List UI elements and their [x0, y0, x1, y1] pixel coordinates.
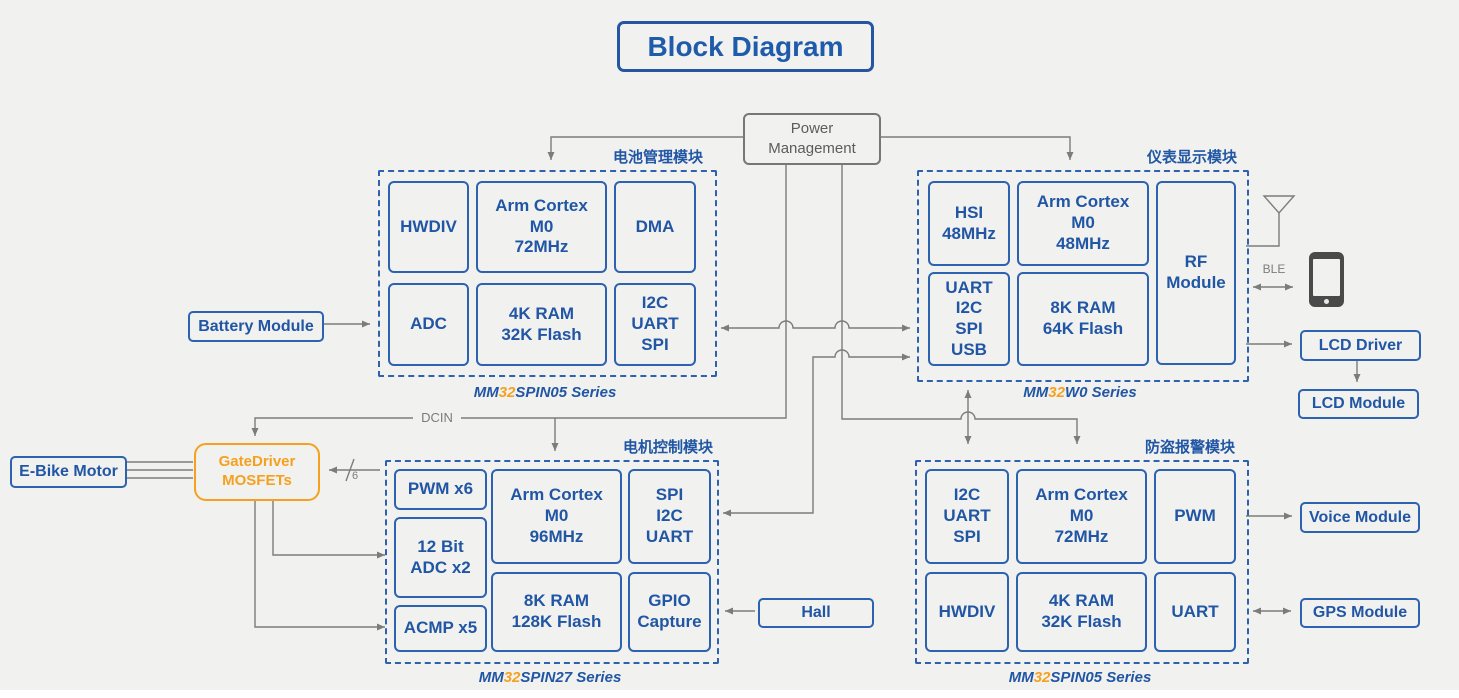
wire-gatedriver-adc — [272, 497, 385, 559]
battery-cpu-block: Arm Cortex M0 72MHz — [476, 181, 607, 273]
battery-module-box: Battery Module — [188, 311, 324, 342]
alarm-uart-block: UART — [1154, 572, 1236, 652]
series-prefix: MM — [473, 384, 499, 401]
alarm-pwm-block: PWM — [1154, 469, 1236, 564]
motor-series-label: MM32SPIN27 Series — [450, 669, 650, 686]
page-title: Block Diagram — [617, 21, 874, 72]
alarm-hwdiv-block: HWDIV — [925, 572, 1009, 652]
alarm-series-label: MM32SPIN05 Series — [980, 669, 1180, 686]
gps-module-box: GPS Module — [1300, 598, 1420, 628]
voice-module-box: Voice Module — [1300, 502, 1420, 533]
wire-gatedriver-acmp — [254, 497, 385, 631]
series-prefix: MM — [1008, 669, 1034, 686]
display-memory-block: 8K RAM 64K Flash — [1017, 272, 1149, 366]
battery-memory-block: 4K RAM 32K Flash — [476, 283, 607, 366]
battery-comm-block: I2C UART SPI — [614, 283, 696, 366]
display-series-label: MM32W0 Series — [980, 384, 1180, 401]
lcd-driver-box: LCD Driver — [1300, 330, 1421, 361]
display-comm-block: UART I2C SPI USB — [928, 272, 1010, 366]
alarm-cpu-block: Arm Cortex M0 72MHz — [1016, 469, 1147, 564]
series-rest: SPIN05 Series — [515, 384, 617, 401]
alarm-comm-block: I2C UART SPI — [925, 469, 1009, 564]
battery-adc-block: ADC — [388, 283, 469, 366]
power-management-box: Power Management — [743, 113, 881, 165]
motor-cpu-block: Arm Cortex M0 96MHz — [491, 469, 622, 564]
series-rest: SPIN05 Series — [1050, 669, 1152, 686]
motor-module-cn-label: 电机控制模块 — [622, 439, 713, 456]
series-mid: 32 — [503, 669, 521, 686]
bottom-strip — [0, 690, 1459, 698]
wire-pm-dcin-to-gatedriver — [251, 161, 787, 436]
battery-dma-block: DMA — [614, 181, 696, 273]
bus6-slash — [345, 458, 355, 482]
series-prefix: MM — [478, 669, 504, 686]
motor-memory-block: 8K RAM 128K Flash — [491, 572, 622, 652]
display-rf-module-block: RF Module — [1156, 181, 1236, 365]
wire-motor-display-comm — [723, 349, 910, 517]
antenna-icon — [1262, 195, 1296, 215]
series-mid: 32 — [1033, 669, 1051, 686]
lcd-module-box: LCD Module — [1298, 389, 1419, 419]
motor-comm-block: SPI I2C UART — [628, 469, 711, 564]
antenna-feed-line — [1246, 213, 1280, 247]
battery-hwdiv-block: HWDIV — [388, 181, 469, 273]
motor-control-module — [385, 460, 719, 664]
series-rest: SPIN27 Series — [520, 669, 622, 686]
instrument-display-module — [917, 170, 1249, 382]
dcin-label: DCIN — [413, 410, 461, 425]
motor-gpio-block: GPIO Capture — [628, 572, 711, 652]
series-mid: 32 — [498, 384, 516, 401]
series-mid: 32 — [1048, 384, 1065, 401]
wire-pm-to-display — [877, 136, 1074, 160]
gate-driver-mosfets-box: GateDriver MOSFETs — [194, 443, 320, 501]
motor-acmp-block: ACMP x5 — [394, 605, 487, 652]
alarm-memory-block: 4K RAM 32K Flash — [1016, 572, 1147, 652]
anti-theft-alarm-module — [915, 460, 1249, 664]
motor-adc-block: 12 Bit ADC x2 — [394, 517, 487, 598]
battery-series-label: MM32SPIN05 Series — [445, 384, 645, 401]
display-cpu-block: Arm Cortex M0 48MHz — [1017, 181, 1149, 266]
motor-pwm-block: PWM x6 — [394, 469, 487, 510]
ebike-motor-box: E-Bike Motor — [10, 456, 127, 488]
series-rest: W0 Series — [1064, 384, 1137, 401]
smartphone-icon — [1309, 252, 1344, 307]
smartphone-home-dot — [1324, 299, 1329, 304]
display-hsi-block: HSI 48MHz — [928, 181, 1010, 266]
ble-label: BLE — [1262, 262, 1286, 276]
battery-management-module — [378, 170, 717, 377]
series-prefix: MM — [1023, 384, 1049, 401]
wire-pm-to-battery — [547, 136, 743, 160]
battery-module-cn-label: 电池管理模块 — [612, 149, 703, 166]
alarm-module-cn-label: 防盗报警模块 — [1144, 439, 1235, 456]
bus-width-label: 6 — [351, 470, 359, 482]
smartphone-screen — [1313, 259, 1340, 296]
wire-battery-display-comm — [721, 320, 910, 332]
display-module-cn-label: 仪表显示模块 — [1146, 149, 1237, 166]
hall-box: Hall — [758, 598, 874, 628]
